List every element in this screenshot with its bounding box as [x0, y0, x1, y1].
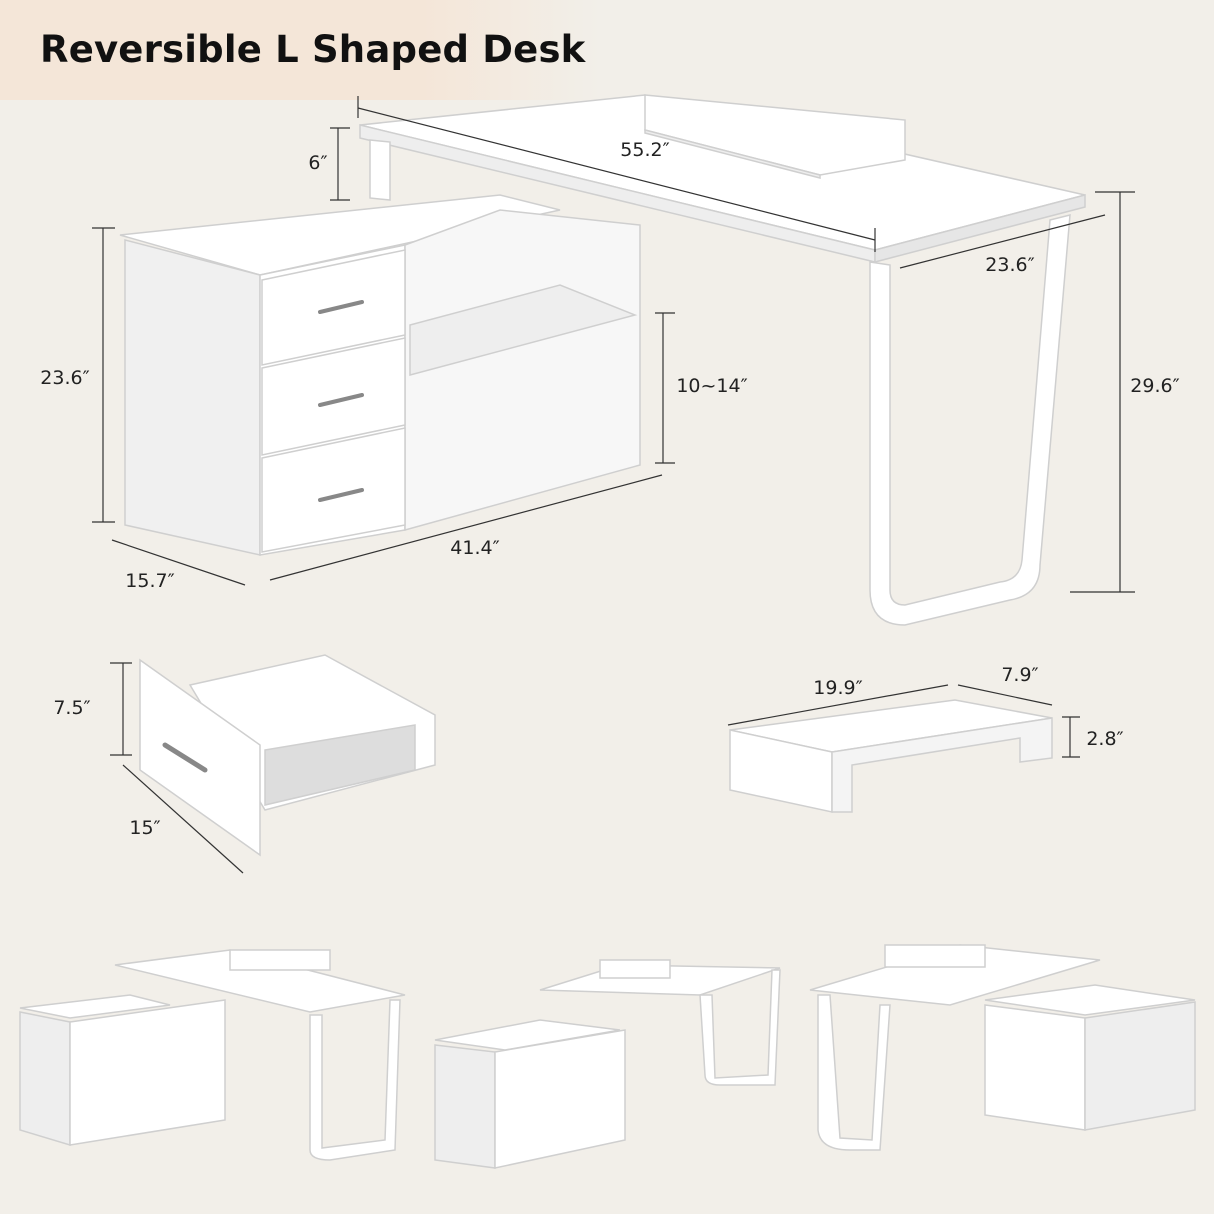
cabinet-length-label: 41.4″ — [450, 537, 500, 559]
config-thumbnail-3 — [809, 944, 1196, 1151]
monitor-riser — [729, 699, 1053, 813]
config-thumbnail-2 — [434, 959, 781, 1169]
config-thumbnail-1 — [19, 949, 406, 1161]
shelf-adjust-label: 10~14″ — [676, 375, 748, 397]
drawer — [139, 654, 436, 857]
cabinet — [119, 194, 641, 556]
desk-height-label: 29.6″ — [1130, 375, 1180, 397]
desk-length-label: 55.2″ — [620, 139, 670, 161]
riser-height-label: 6″ — [308, 152, 328, 174]
main-desk — [359, 94, 1086, 626]
desk-depth-label: 23.6″ — [985, 254, 1035, 276]
drawer-depth-label: 15″ — [129, 817, 161, 839]
drawer-height-label: 7.5″ — [53, 697, 91, 719]
riser-depth-label: 7.9″ — [1001, 664, 1039, 686]
title-banner — [0, 0, 600, 100]
riser-thickness-label: 2.8″ — [1086, 728, 1124, 750]
riser-length-label: 19.9″ — [813, 677, 863, 699]
cabinet-height-label: 23.6″ — [40, 367, 90, 389]
cabinet-depth-label: 15.7″ — [125, 570, 175, 592]
dimension-lines — [92, 96, 1135, 874]
page-title: Reversible L Shaped Desk — [40, 28, 586, 71]
